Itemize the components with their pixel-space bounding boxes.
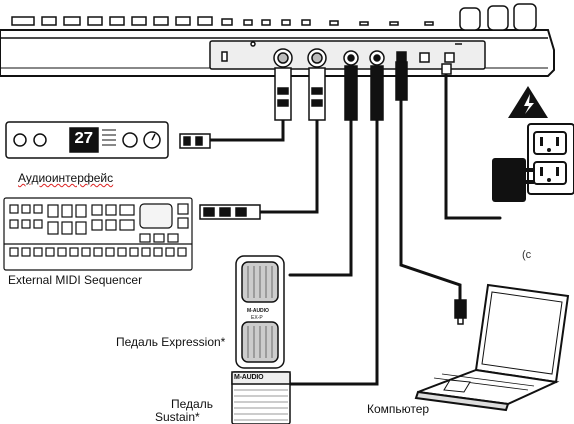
audio-interface-display: 27 [74, 130, 93, 149]
rear-panel-ports [221, 41, 462, 68]
laptop-device [414, 283, 570, 412]
sustain-pedal-label-line1: Педаль [171, 397, 213, 411]
expression-pedal-model: EX-P [251, 315, 263, 321]
hazard-icon [508, 86, 548, 118]
power-adapter [492, 158, 534, 202]
cable-plugs [179, 61, 467, 325]
midi-sequencer-device [3, 197, 193, 271]
sustain-pedal-label-line2: Sustain* [155, 410, 200, 424]
partial-caption: (c [522, 249, 532, 261]
sustain-pedal-device [231, 371, 291, 424]
power-outlet-icon [527, 123, 574, 195]
midi-sequencer-label: External MIDI Sequencer [8, 273, 143, 287]
audio-interface-label: Аудиоинтерфейс [18, 171, 114, 185]
cables [208, 70, 502, 386]
expression-pedal-device [235, 255, 285, 369]
sustain-pedal-brand: M-AUDIO [234, 374, 264, 381]
expression-pedal-brand: M-AUDIO [247, 308, 269, 314]
keyboard-top-controls [11, 3, 537, 31]
computer-label: Компьютер [367, 402, 430, 416]
audio-interface-device [5, 121, 169, 159]
expression-pedal-label: Педаль Expression* [116, 335, 226, 349]
